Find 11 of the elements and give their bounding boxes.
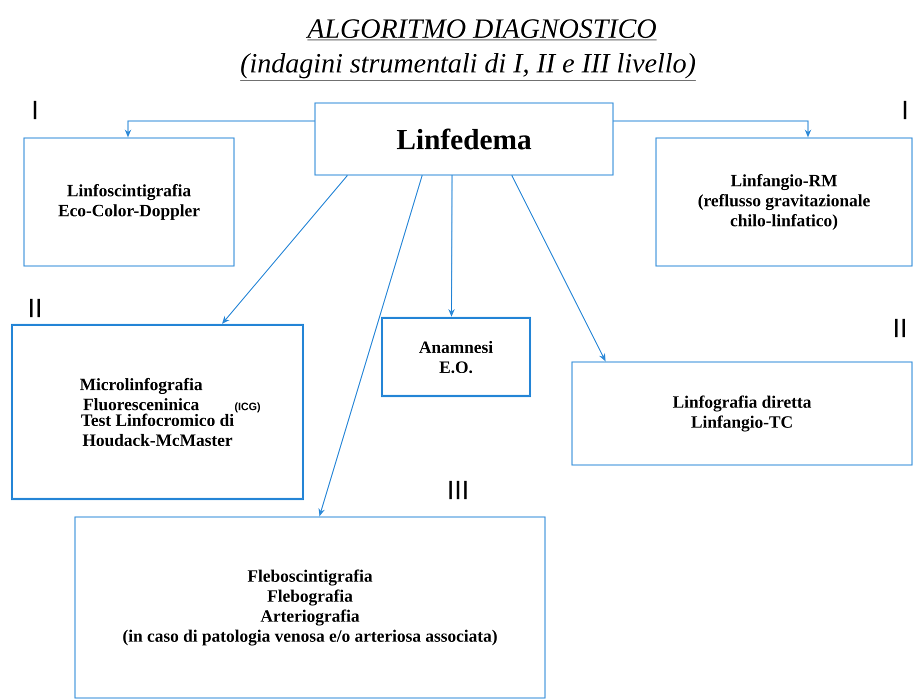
level-numeral: II [895, 318, 905, 338]
level-numeral: II [30, 298, 40, 318]
title: ALGORITMO DIAGNOSTICO [306, 19, 657, 40]
exam-box: Fleboscintigrafia Flebografia Arteriografia (in caso di patologia venosa e/o arteriosa associata) [74, 516, 546, 699]
subtitle: (indagini strumentali di I, II e III livello) [240, 52, 696, 80]
exam-box: Linfoscintigrafia Eco-Color-Doppler [23, 137, 235, 267]
title-box: Linfedema [314, 102, 614, 176]
exam-box: Microlinfografia Fluoresceninica (ICG) Test Linfocromico di Houdack-McMaster [10, 324, 304, 500]
exam-box: Linfografia diretta Linfangio-TC [571, 361, 913, 466]
exam-box: Anamnesi E.O. [380, 316, 532, 398]
exam-box: Linfangio-RM (reflusso gravitazionale chilo-linfatico) [655, 137, 913, 267]
